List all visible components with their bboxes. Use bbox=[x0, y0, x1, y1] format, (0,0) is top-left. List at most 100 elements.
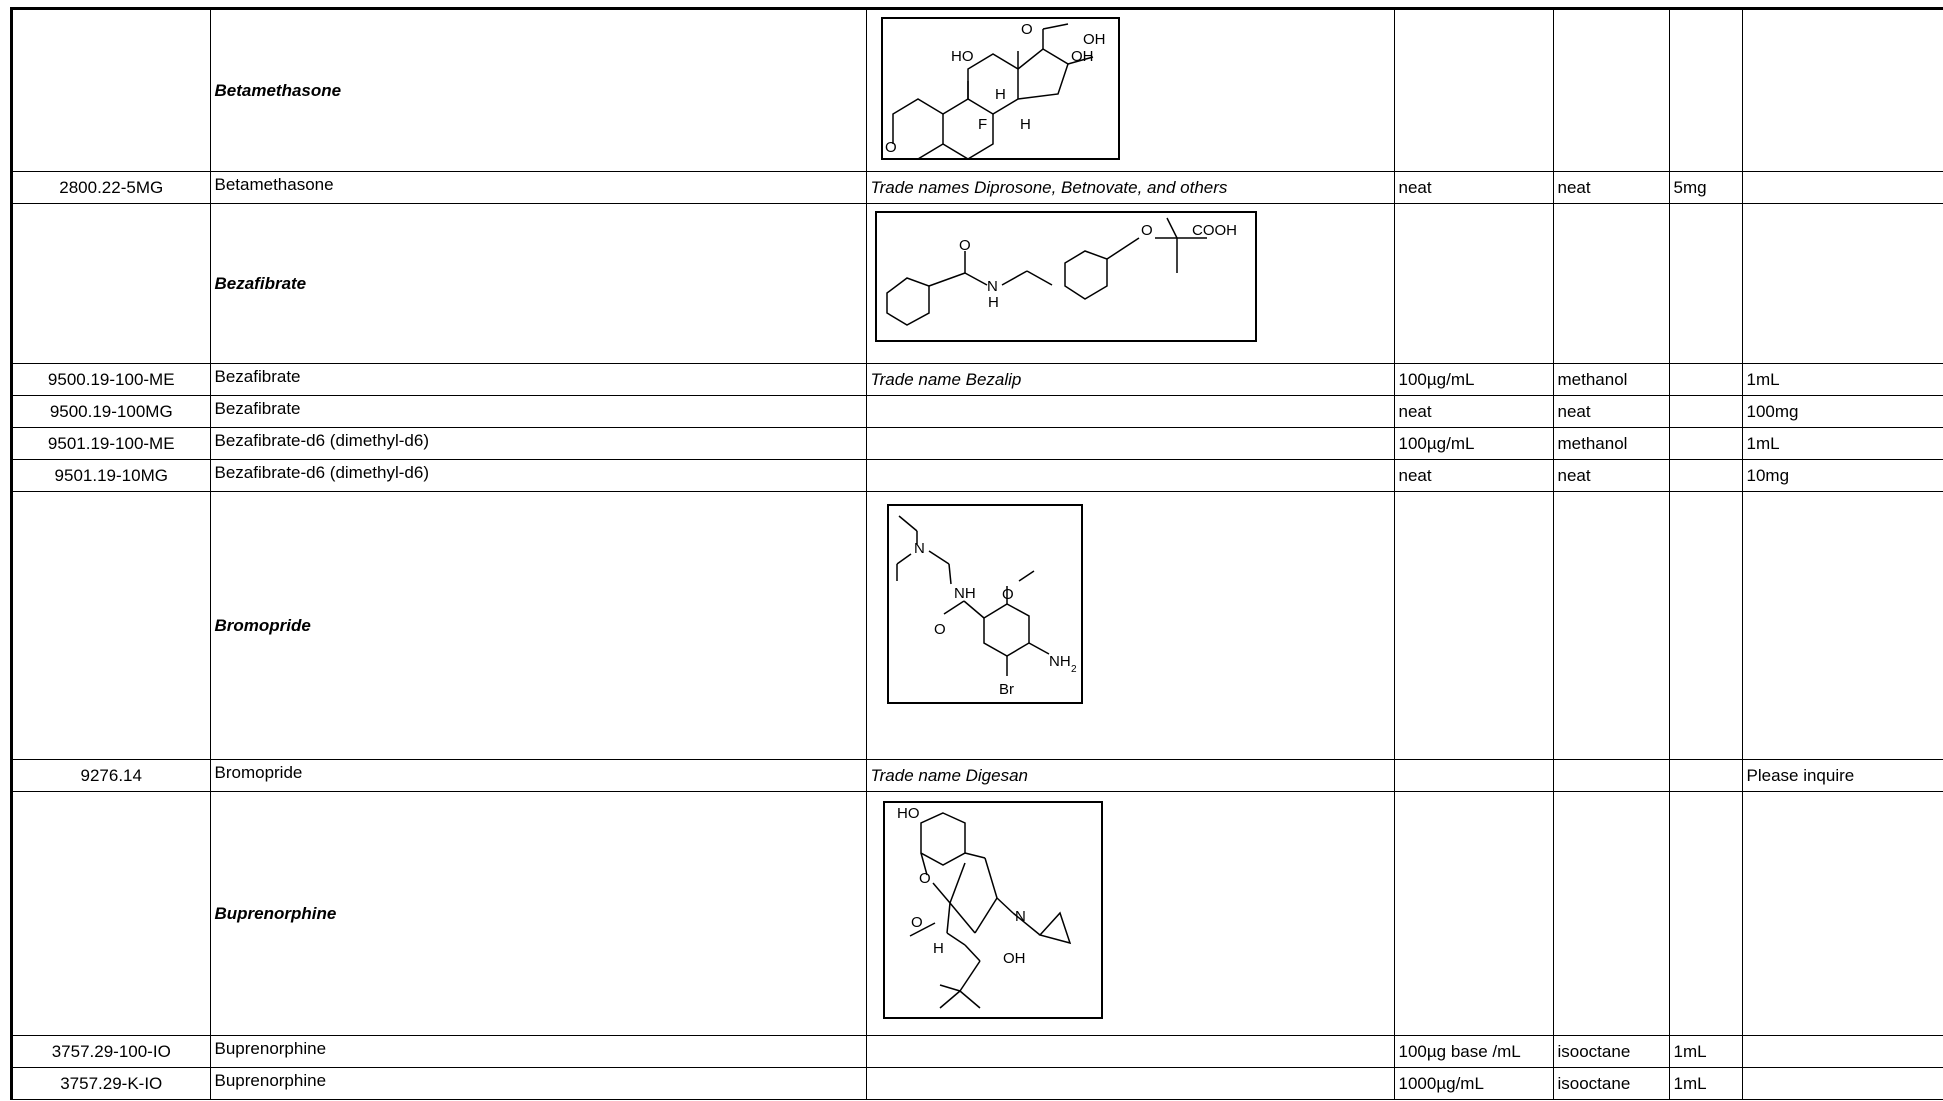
product-concentration: neat bbox=[1394, 171, 1554, 204]
product-solvent: isooctane bbox=[1553, 1067, 1670, 1100]
product-amount: Please inquire bbox=[1742, 759, 1943, 792]
structure-drawing: O OH HO OH H F H O bbox=[885, 21, 1106, 158]
compound-name: Bezafibrate bbox=[214, 273, 307, 293]
structure-drawing: N NH O O NH 2 Br bbox=[895, 515, 1077, 698]
compound-name: Betamethasone bbox=[214, 80, 342, 100]
table-row: 9501.19-100-ME Bezafibrate-d6 (dimethyl-… bbox=[13, 427, 1943, 460]
struct-label: O bbox=[885, 139, 897, 156]
structure-drawing: HO O O N H OH bbox=[897, 805, 1071, 1009]
compound-name: Bromopride bbox=[214, 615, 311, 635]
product-note bbox=[866, 1067, 1395, 1100]
struct-label: N bbox=[987, 278, 998, 295]
product-solvent bbox=[1553, 759, 1670, 792]
product-volume bbox=[1669, 395, 1743, 428]
struct-label: H bbox=[995, 86, 1006, 103]
struct-label: O bbox=[911, 914, 923, 931]
struct-label: H bbox=[933, 940, 944, 957]
struct-label: COOH bbox=[1192, 222, 1237, 239]
product-volume bbox=[1669, 363, 1743, 396]
product-volume: 1mL bbox=[1669, 1035, 1743, 1068]
product-concentration: 100µg base /mL bbox=[1394, 1035, 1554, 1068]
product-note bbox=[866, 395, 1395, 428]
compound-header-row: Bromopride bbox=[13, 491, 1943, 760]
table-row: 9276.14 Bromopride Trade name Digesan Pl… bbox=[13, 759, 1943, 792]
struct-label: O bbox=[934, 621, 946, 638]
product-name: Bezafibrate bbox=[210, 363, 867, 396]
compound-header-row: Bezafibrate bbox=[13, 203, 1943, 364]
table-row: 3757.29-K-IO Buprenorphine 1000µg/mL iso… bbox=[13, 1067, 1943, 1100]
product-code: 3757.29-100-IO bbox=[13, 1035, 211, 1068]
product-name: Betamethasone bbox=[210, 171, 867, 204]
product-table: Betamethasone bbox=[13, 10, 1943, 1100]
product-note bbox=[866, 459, 1395, 492]
struct-label: O bbox=[1141, 222, 1153, 239]
struct-label: H bbox=[988, 294, 999, 311]
product-concentration: neat bbox=[1394, 395, 1554, 428]
product-note: Trade name Bezalip bbox=[866, 363, 1395, 396]
bezafibrate-structure-image: O COOH O N H bbox=[874, 211, 1257, 342]
struct-label: H bbox=[1020, 116, 1031, 133]
product-note: Trade names Diprosone, Betnovate, and ot… bbox=[866, 171, 1395, 204]
struct-label: NH bbox=[954, 585, 976, 602]
structure-cell: N NH O O NH 2 Br bbox=[866, 491, 1395, 760]
struct-label: F bbox=[978, 116, 987, 133]
table-row: 2800.22-5MG Betamethasone Trade names Di… bbox=[13, 171, 1943, 204]
struct-label: Br bbox=[999, 681, 1014, 698]
struct-label: O bbox=[919, 870, 931, 887]
product-solvent: methanol bbox=[1553, 363, 1670, 396]
product-code: 9501.19-10MG bbox=[13, 459, 211, 492]
product-volume: 1mL bbox=[1669, 1067, 1743, 1100]
compound-header-row: Betamethasone bbox=[13, 10, 1943, 172]
product-code: 9501.19-100-ME bbox=[13, 427, 211, 460]
product-name: Buprenorphine bbox=[210, 1067, 867, 1100]
compound-name: Buprenorphine bbox=[214, 903, 337, 923]
struct-label: O bbox=[1002, 586, 1014, 603]
structure-cell: O COOH O N H bbox=[866, 203, 1395, 364]
product-code: 9276.14 bbox=[13, 759, 211, 792]
structure-drawing: O COOH O N H bbox=[885, 217, 1237, 326]
structure-cell: HO O O N H OH bbox=[866, 791, 1395, 1036]
product-amount: 1mL bbox=[1742, 427, 1943, 460]
product-solvent: neat bbox=[1553, 459, 1670, 492]
bromopride-structure-image: N NH O O NH 2 Br bbox=[886, 504, 1083, 704]
product-amount: 100mg bbox=[1742, 395, 1943, 428]
struct-label: OH bbox=[1071, 48, 1094, 65]
table-row: 9500.19-100-ME Bezafibrate Trade name Be… bbox=[13, 363, 1943, 396]
struct-label: 2 bbox=[1071, 664, 1077, 675]
product-name: Buprenorphine bbox=[210, 1035, 867, 1068]
product-solvent: neat bbox=[1553, 171, 1670, 204]
product-volume bbox=[1669, 427, 1743, 460]
product-volume bbox=[1669, 759, 1743, 792]
struct-label: HO bbox=[951, 48, 974, 65]
catalog-sheet: Betamethasone bbox=[10, 7, 1943, 1100]
product-solvent: methanol bbox=[1553, 427, 1670, 460]
product-amount bbox=[1742, 1035, 1943, 1068]
product-amount: 1mL bbox=[1742, 363, 1943, 396]
table-row: 9500.19-100MG Bezafibrate neat neat 100m… bbox=[13, 395, 1943, 428]
product-name: Bezafibrate-d6 (dimethyl-d6) bbox=[210, 459, 867, 492]
product-amount bbox=[1742, 171, 1943, 204]
struct-label: N bbox=[914, 540, 925, 557]
product-note: Trade name Digesan bbox=[866, 759, 1395, 792]
struct-label: OH bbox=[1083, 31, 1106, 48]
product-name: Bromopride bbox=[210, 759, 867, 792]
struct-label: HO bbox=[897, 805, 920, 822]
struct-label: N bbox=[1015, 908, 1026, 925]
product-concentration: neat bbox=[1394, 459, 1554, 492]
product-concentration: 100µg/mL bbox=[1394, 427, 1554, 460]
betamethasone-structure-image: O OH HO OH H F H O bbox=[880, 17, 1120, 160]
table-row: 3757.29-100-IO Buprenorphine 100µg base … bbox=[13, 1035, 1943, 1068]
struct-label: O bbox=[959, 237, 971, 254]
struct-label: O bbox=[1021, 21, 1033, 38]
product-code: 2800.22-5MG bbox=[13, 171, 211, 204]
product-name: Bezafibrate bbox=[210, 395, 867, 428]
product-code: 9500.19-100-ME bbox=[13, 363, 211, 396]
product-amount bbox=[1742, 1067, 1943, 1100]
struct-label: OH bbox=[1003, 950, 1026, 967]
product-code: 9500.19-100MG bbox=[13, 395, 211, 428]
product-solvent: isooctane bbox=[1553, 1035, 1670, 1068]
product-volume: 5mg bbox=[1669, 171, 1743, 204]
compound-header-row: Buprenorphine bbox=[13, 791, 1943, 1036]
product-concentration bbox=[1394, 759, 1554, 792]
product-volume bbox=[1669, 459, 1743, 492]
